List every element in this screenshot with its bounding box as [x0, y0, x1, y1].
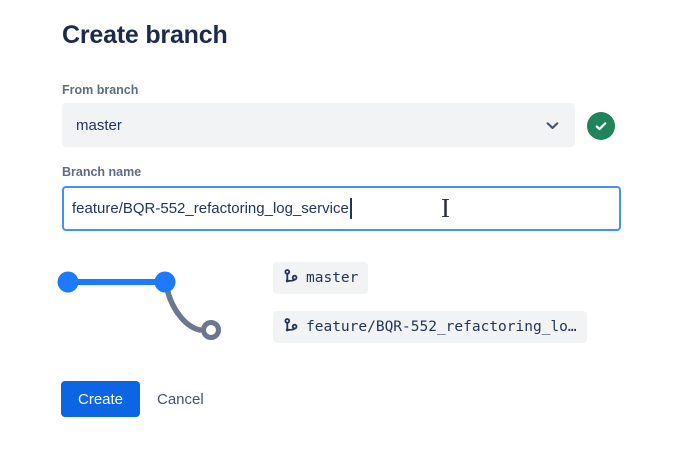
from-branch-select[interactable]: master [62, 103, 575, 147]
from-branch-label: From branch [62, 83, 139, 97]
chevron-down-icon [544, 117, 561, 134]
new-branch-name: feature/BQR-552_refactoring_lo… [306, 319, 577, 335]
git-branch-icon [283, 268, 299, 289]
branch-name-input[interactable]: feature/BQR-552_refactoring_log_service [62, 186, 621, 231]
create-button[interactable]: Create [61, 381, 141, 417]
source-branch-name: master [306, 270, 359, 286]
new-branch-lozenge: feature/BQR-552_refactoring_lo… [273, 311, 587, 343]
text-caret [349, 198, 352, 219]
branch-name-label: Branch name [62, 165, 142, 179]
source-branch-lozenge: master [273, 262, 369, 294]
branch-name-value: feature/BQR-552_refactoring_log_service [72, 200, 349, 217]
from-branch-selected-value: master [76, 116, 122, 134]
branch-graph-illustration [57, 271, 221, 340]
cancel-button[interactable]: Cancel [157, 381, 204, 417]
git-branch-icon [283, 317, 299, 338]
page-title: Create branch [62, 21, 228, 49]
check-circle-icon [587, 112, 615, 140]
